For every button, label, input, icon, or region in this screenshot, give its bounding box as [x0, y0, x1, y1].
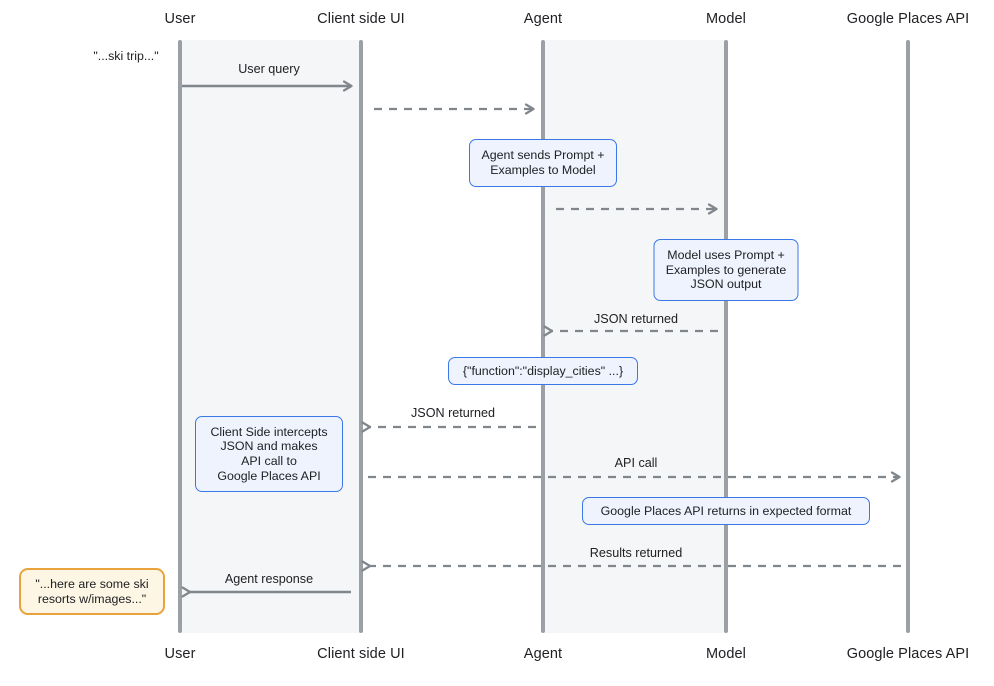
quote-ski-trip: "...ski trip...": [93, 49, 159, 63]
lane-label-bottom-model: Model: [706, 646, 746, 662]
bubble-line: resorts w/images...": [37, 591, 147, 606]
note-line: Model uses Prompt +: [667, 248, 785, 263]
lane-label-top-model: Model: [706, 11, 746, 27]
msg-label-json-returned-1: JSON returned: [594, 312, 678, 326]
lifeline-client: [359, 40, 363, 633]
lifeline-user: [178, 40, 182, 633]
lifeline-agent: [541, 40, 545, 633]
note-line: Examples to Model: [490, 163, 596, 177]
bubble-agent-answer: "...here are some ski resorts w/images..…: [19, 568, 165, 615]
lane-label-bottom-user: User: [164, 646, 196, 662]
lane-label-top-agent: Agent: [523, 11, 563, 27]
note-line: Examples to generate: [665, 262, 787, 277]
note-line: {"function":"display_cities" ...}: [462, 363, 624, 378]
note-client-intercepts: Client Side intercepts JSON and makes AP…: [195, 416, 343, 492]
band-agent-model: [545, 40, 725, 633]
note-line: Google Places API: [217, 468, 321, 483]
lane-label-bottom-client: Client side UI: [317, 646, 405, 662]
lane-label-top-places: Google Places API: [846, 11, 970, 27]
lane-label-bottom-agent: Agent: [523, 646, 563, 662]
band-user-client: [182, 40, 360, 633]
note-places-returns-format: Google Places API returns in expected fo…: [582, 497, 870, 525]
note-agent-sends-prompt: Agent sends Prompt + Examples to Model: [469, 139, 617, 187]
msg-label-results-returned: Results returned: [589, 546, 683, 560]
note-line: API call to: [241, 454, 297, 468]
note-line: Client Side intercepts: [210, 424, 328, 439]
note-model-generates-json: Model uses Prompt + Examples to generate…: [653, 239, 799, 301]
lane-label-top-client: Client side UI: [317, 11, 405, 27]
lane-label-top-user: User: [164, 11, 196, 27]
msg-label-agent-response: Agent response: [224, 572, 314, 586]
msg-label-api-call: API call: [614, 456, 658, 470]
note-line: JSON and makes: [220, 439, 318, 454]
lane-label-bottom-places: Google Places API: [846, 646, 970, 662]
note-line: JSON output: [690, 277, 762, 292]
msg-label-user-query: User query: [238, 62, 300, 76]
lifeline-model: [724, 40, 728, 633]
bubble-line: "...here are some ski: [35, 576, 149, 591]
note-line: Agent sends Prompt +: [481, 148, 605, 163]
note-function-json: {"function":"display_cities" ...}: [448, 357, 638, 385]
msg-label-json-returned-2: JSON returned: [411, 406, 495, 420]
note-line: Google Places API returns in expected fo…: [600, 503, 852, 518]
lifeline-places: [906, 40, 910, 633]
